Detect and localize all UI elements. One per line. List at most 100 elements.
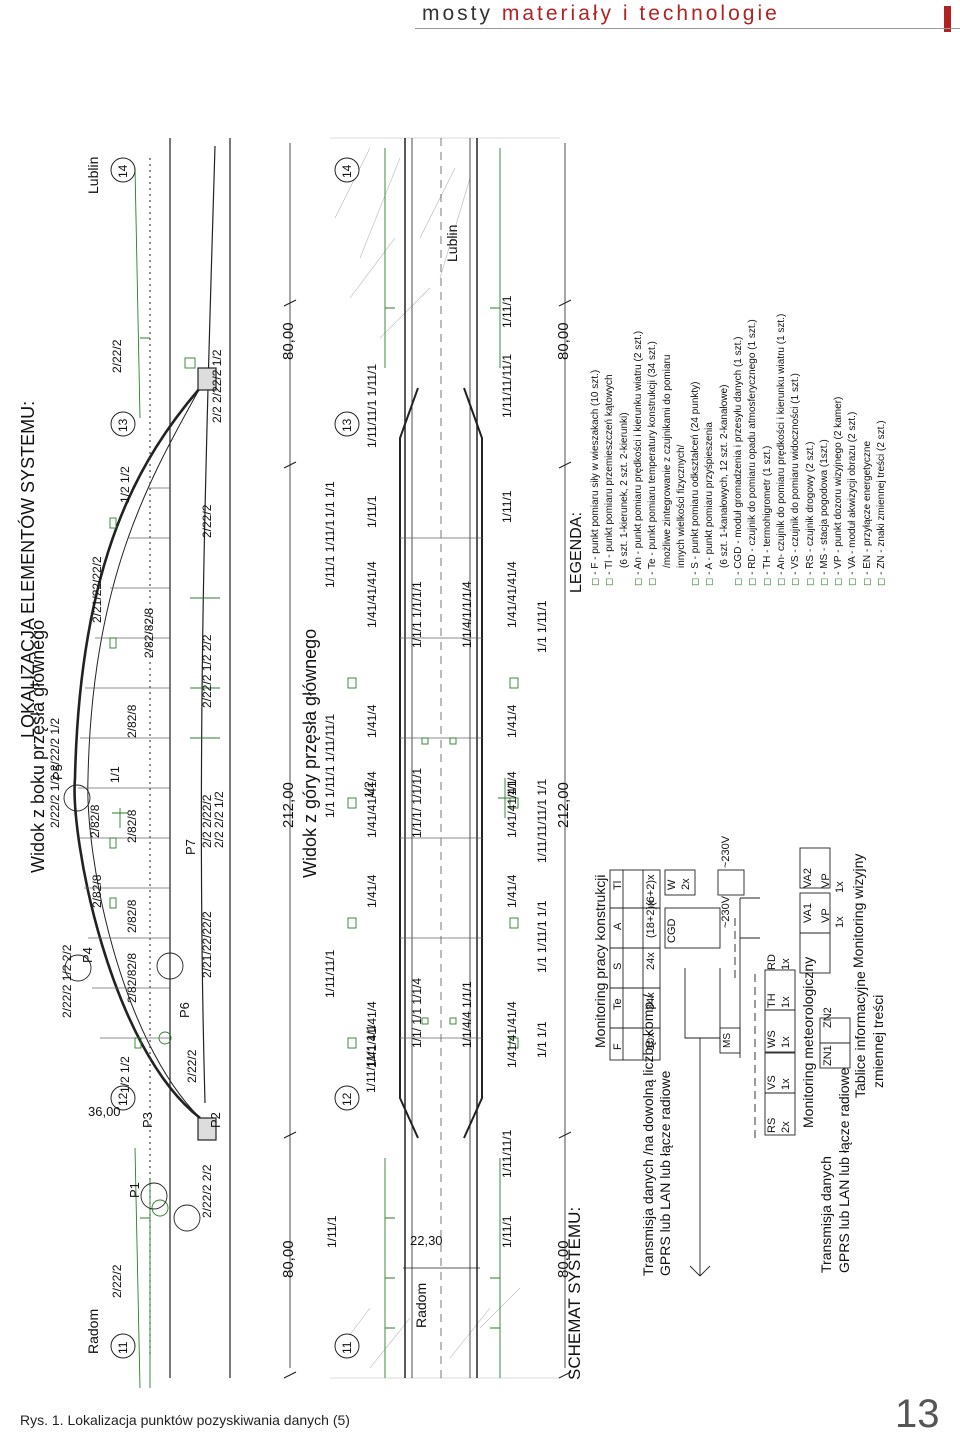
top-label-center-2: 1/1/1 1/1/1/1 <box>410 581 424 648</box>
support-markers <box>110 157 360 1359</box>
top-view <box>399 138 572 1379</box>
side-label-upper-2: 2/22/2 1/2 2/22/2 1/2 <box>48 717 62 828</box>
top-label-row4-1: 1/11/11/1 <box>500 1129 514 1178</box>
side-label-arch-2: 2/82/8 <box>125 899 139 933</box>
top-label-row4-0: 1/11/1 <box>500 1215 514 1248</box>
point-label-p6: P6 <box>177 1002 192 1018</box>
schema-sensor-s: S <box>612 962 624 970</box>
side-label-lower-6: 2/22/2 <box>200 504 214 538</box>
schema-w-count: 2x <box>680 878 692 890</box>
point-label-p1: P1 <box>127 1182 142 1198</box>
schema-zn1: ZN1 <box>822 1045 834 1066</box>
top-label-row2-5: 1/41/41/41/4 <box>365 561 379 628</box>
weather-station-icon: ◻ <box>818 574 830 586</box>
schema-weather-rd: RD <box>766 954 778 970</box>
top-label-row2-3: 1/2 <box>362 781 376 798</box>
schema-weather-rs-count: 2x <box>780 1121 792 1133</box>
schema-cgd-box <box>664 907 721 949</box>
legend-item: ◻ - VA - moduł akwizycji obrazu (2 szt.) <box>847 412 858 586</box>
dim-top-80-east: 80,00 <box>555 322 572 360</box>
schema-sensor-f: F <box>612 1043 624 1050</box>
figure-caption: Rys. 1. Lokalizacja punktów pozyskiwania… <box>20 1412 350 1428</box>
legend-item-text: - MS - stacja pogodowa (1szt.) <box>818 439 830 575</box>
schema-sensor-s-count: 24x <box>645 952 657 970</box>
legend-item-text: - VS - czujnik do pomiaru widoczności (1… <box>790 373 802 575</box>
side-sensors <box>63 167 220 1389</box>
schema-diagram <box>609 847 851 1277</box>
side-label-lower-2: 2/21/22/22/2 <box>200 911 214 978</box>
top-label-row3-4: 1/41/4 <box>505 704 519 738</box>
side-label-lower-4: 2/2 2/2 1/2 <box>212 791 226 848</box>
town-east-top: Lublin <box>444 224 460 262</box>
top-label-row2-0: 1/41/41/41/4 <box>365 1001 379 1068</box>
legend-item: ◻ - CGD - moduł gromadzenia i przesyłu d… <box>733 336 744 586</box>
side-label-upper-1: 2/22/2 1/2 2/2 <box>60 944 74 1018</box>
dim-side-80-east: 80,00 <box>280 322 297 360</box>
top-label-row4-2: 1/1 1/1 <box>535 1021 549 1058</box>
point-label-p7: P7 <box>183 839 198 855</box>
view-title-side: Widok z boku przęsła głównego <box>28 619 48 873</box>
legend-item: ◻ - Te - punkt pomiaru temperatury konst… <box>647 341 658 586</box>
schema-ms-label: MS <box>722 1033 733 1048</box>
top-label-row3-0: 1/41/41/41/4 <box>505 1001 519 1068</box>
top-label-row4-6: 1/11/1 <box>500 490 514 523</box>
rain-icon: ◻ <box>747 574 759 586</box>
visibility-icon: ◻ <box>790 574 802 586</box>
strain-icon: ◻ <box>690 574 702 586</box>
side-label-lower-1: 2/22/2 <box>185 1049 199 1083</box>
side-label-arch-0: 1/2 1/2 <box>118 1056 132 1093</box>
section-title-schema: SCHEMAT SYSTEMU: <box>565 1206 584 1380</box>
header-accent-bar <box>944 6 951 32</box>
top-label-row2-1: 1/41/4 <box>365 874 379 908</box>
legend-item: ◻ - F - punkt pomiaru siły w wieszakach … <box>590 370 601 586</box>
legend-item-text: - RS - czujnik drogowy (2 szt.) <box>804 441 816 575</box>
legend-item-text: - EN - przyłącze energetyczne <box>861 440 873 575</box>
top-label-center-3: 1/1/4/4 1/1/1 <box>460 981 474 1048</box>
top-crossbeams <box>400 537 482 1039</box>
top-label-row4-5: 1/1 1/11/1 <box>535 600 549 654</box>
side-pier-12 <box>197 1117 217 1141</box>
support-label-14-top: 14 <box>340 164 354 178</box>
legend-item-text: - A - punkt pomiaru przyśpieszenia <box>704 422 716 575</box>
schema-va2: VA2 <box>802 868 814 888</box>
legend-item: ◻ - An- czujnik do pomiaru prędkości i k… <box>776 314 787 586</box>
side-label-upper-4: 1/2 1/2 <box>118 466 132 503</box>
top-label-row1-3: 1/1 1/11/1 1/11/11/1 <box>323 713 337 818</box>
legend-item-text: - VP - punkt dozoru wizyjnego (2 kamer) <box>833 396 845 575</box>
dim-side-80-west: 80,00 <box>280 1240 297 1278</box>
video-module-icon: ◻ <box>847 574 859 586</box>
legend-item: ◻ - RS - czujnik drogowy (2 szt.) <box>805 442 816 586</box>
bridge-monitoring-drawing: LOKALIZACJA ELEMENTÓW SYSTEMU: SCHEMAT S… <box>0 38 960 1418</box>
schema-vp1-count: 1x <box>834 916 846 928</box>
legend-item: /możliwe zintegrowanie z czujnikami do p… <box>662 355 673 586</box>
legend-item-text: innych wielkości fizycznych/ <box>675 444 687 568</box>
support-label-13-top: 13 <box>340 418 354 432</box>
schema-sensor-te-count: 34x <box>645 992 657 1010</box>
schema-vp2-count: 1x <box>834 881 846 893</box>
side-pier-13 <box>197 367 217 391</box>
legend-item-text: - Te - punkt pomiaru temperatury konstru… <box>647 341 659 575</box>
top-label-row4-7: 1/11/11/11/1 <box>500 353 514 418</box>
point-label-p2: P2 <box>208 1112 223 1128</box>
power-icon: ◻ <box>861 574 873 586</box>
dim-deck-width: 22,30 <box>410 1233 443 1248</box>
tilt-sensor-icon: ◻ <box>604 574 616 586</box>
top-label-center-1: 1/1/1/ 1/1/1/1 <box>410 767 424 838</box>
dim-top-80-west: 80,00 <box>555 1240 572 1278</box>
top-label-row2-4: 1/41/4 <box>365 704 379 738</box>
camera-icon: ◻ <box>833 574 845 586</box>
temperature-icon: ◻ <box>647 574 659 586</box>
legend-item: ◻ - VS - czujnik do pomiaru widoczności … <box>790 373 801 586</box>
legend-item-text: (6 szt. 1-kanałowych, 12 szt. 2-kanałowe… <box>718 384 730 568</box>
support-label-13-side: 13 <box>116 418 130 432</box>
legend-item: ◻ - An - punkt pomiaru prędkości i kieru… <box>633 331 644 586</box>
side-label-arch-5: 2/82/82/8 <box>125 952 139 1003</box>
schema-w-box <box>664 869 696 896</box>
legend-item: (6 szt. 1-kierunek, 2 szt. 2-kierunki) <box>619 412 630 586</box>
schema-weather-ws: WS <box>766 1030 778 1048</box>
top-label-row1-7: 1/11/1 <box>365 495 379 528</box>
side-label-arch-3: 2/82/8 <box>125 809 139 843</box>
schema-info-boards-line1: Tablice informacyjne <box>852 971 868 1098</box>
dim-side-212: 212,00 <box>280 782 297 828</box>
page-number: 13 <box>895 1392 940 1436</box>
